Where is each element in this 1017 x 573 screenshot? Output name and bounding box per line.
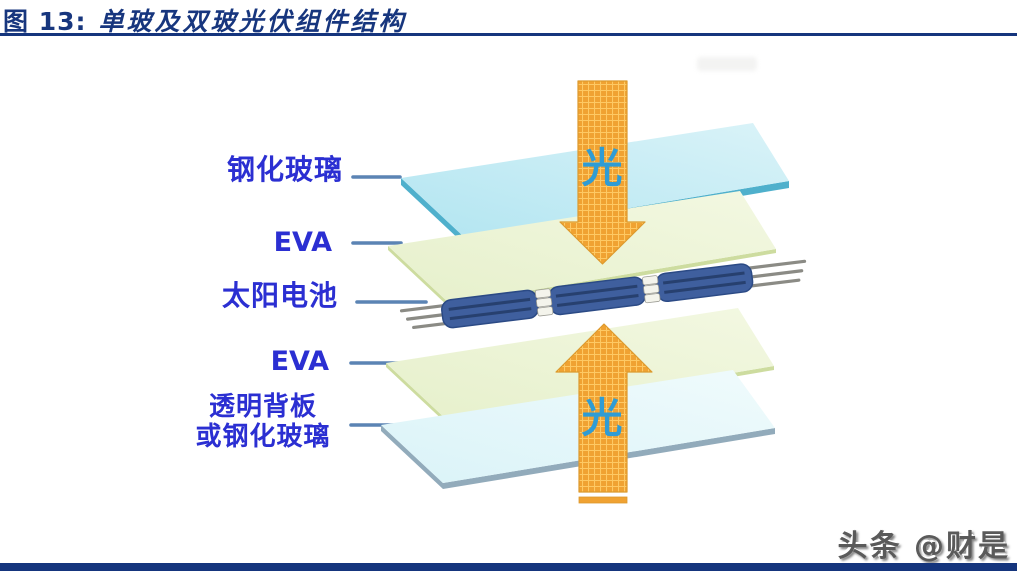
solar-cell: [548, 276, 647, 316]
figure-title-row: 图 13: 单玻及双玻光伏组件结构: [3, 2, 407, 38]
title-underline: [0, 33, 1017, 36]
layer-label-eva-top: EVA: [273, 227, 332, 258]
up-arrow-base-strip: [578, 496, 628, 504]
solar-cell: [655, 263, 754, 303]
figure-number-label: 图 13:: [3, 7, 87, 36]
eva-top-layer: [388, 191, 776, 308]
solar-cell-layer: [399, 259, 807, 330]
down-arrow-shape: [559, 80, 646, 265]
up-arrow-shape: [555, 323, 653, 493]
backsheet-face: [381, 370, 775, 483]
faint-watermark-remnant: [697, 57, 757, 71]
backsheet-layer: [381, 370, 775, 489]
light-label-bottom: 光: [582, 394, 623, 442]
backsheet-label-line1: 透明背板: [208, 392, 317, 422]
light-down-arrow: 光: [559, 80, 646, 265]
light-up-arrow: 光: [555, 323, 653, 504]
backsheet-label-line2: 或钢化玻璃: [195, 422, 331, 452]
solar-cells: [441, 263, 754, 329]
figure-title: 单玻及双玻光伏组件结构: [98, 7, 407, 36]
watermark: 头条 @财是: [837, 529, 1010, 564]
light-label-top: 光: [582, 144, 623, 192]
cell-connector-tabs: [534, 275, 661, 317]
eva-face: [388, 191, 776, 304]
layer-label-backsheet: 透明背板 或钢化玻璃: [172, 392, 354, 452]
layer-label-tempered-glass: 钢化玻璃: [226, 153, 343, 186]
layer-label-eva-bottom: EVA: [270, 346, 329, 377]
layer-label-solar-cell: 太阳电池: [221, 279, 338, 312]
bottom-divider-bar: [0, 563, 1017, 571]
